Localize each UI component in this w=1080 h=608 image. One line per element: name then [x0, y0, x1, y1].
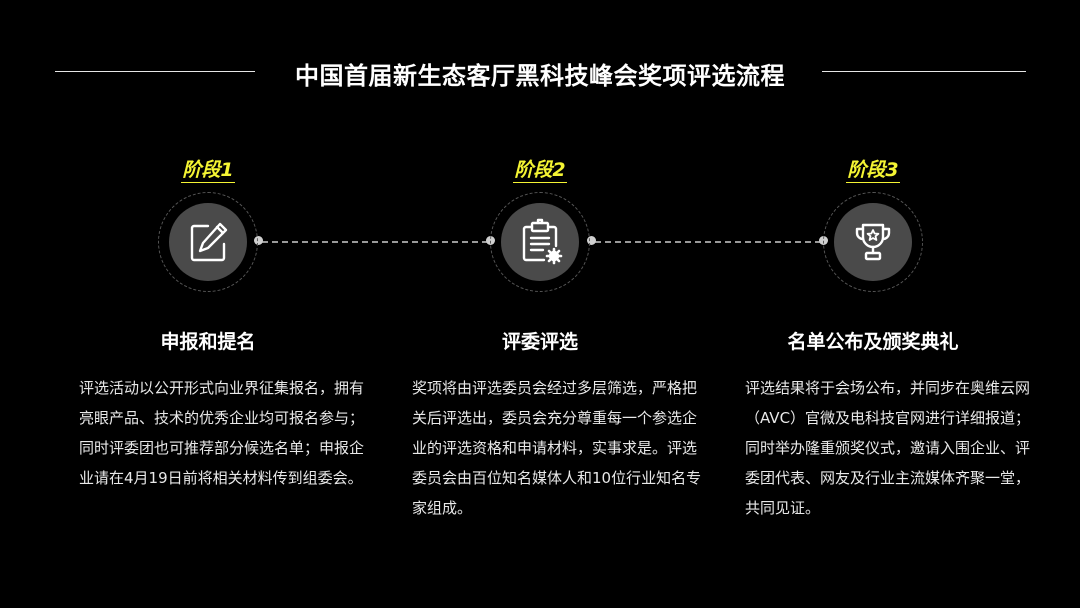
stage-description: 奖项将由评选委员会经过多层筛选，严格把关后评选出，委员会充分尊重每一个参选企业的…: [412, 379, 702, 517]
icon-ring: [490, 192, 590, 292]
stage-label: 阶段2: [513, 159, 567, 183]
icon-circle: [169, 203, 247, 281]
title-divider-left: [55, 71, 255, 72]
connector-node: [587, 236, 596, 245]
stage-title: 申报和提名: [160, 331, 256, 353]
stage-title: 评委评选: [501, 331, 578, 353]
connector-2-3: [595, 241, 821, 243]
icon-ring: [158, 192, 258, 292]
stage-label: 阶段1: [181, 159, 235, 183]
stage-label: 阶段3: [846, 159, 900, 183]
header: 中国首届新生态客厅黑科技峰会奖项评选流程: [0, 52, 1080, 92]
title-divider-right: [822, 71, 1026, 72]
page-title: 中国首届新生态客厅黑科技峰会奖项评选流程: [295, 62, 785, 90]
edit-icon: [190, 222, 228, 262]
icon-circle: [834, 203, 912, 281]
stage-description: 评选活动以公开形式向业界征集报名，拥有亮眼产品、技术的优秀企业均可报名参与；同时…: [79, 379, 365, 487]
icon-circle: [501, 203, 579, 281]
connector-node: [254, 236, 263, 245]
trophy-icon: [855, 223, 891, 261]
connector-1-2: [262, 241, 488, 243]
stage-description: 评选结果将于会场公布，并同步在奥维云网（AVC）官微及电科技官网进行详细报道；同…: [745, 379, 1031, 517]
stage-title: 名单公布及颁奖典礼: [787, 331, 959, 353]
clipboard-settings-icon: [522, 218, 563, 265]
icon-ring: [823, 192, 923, 292]
